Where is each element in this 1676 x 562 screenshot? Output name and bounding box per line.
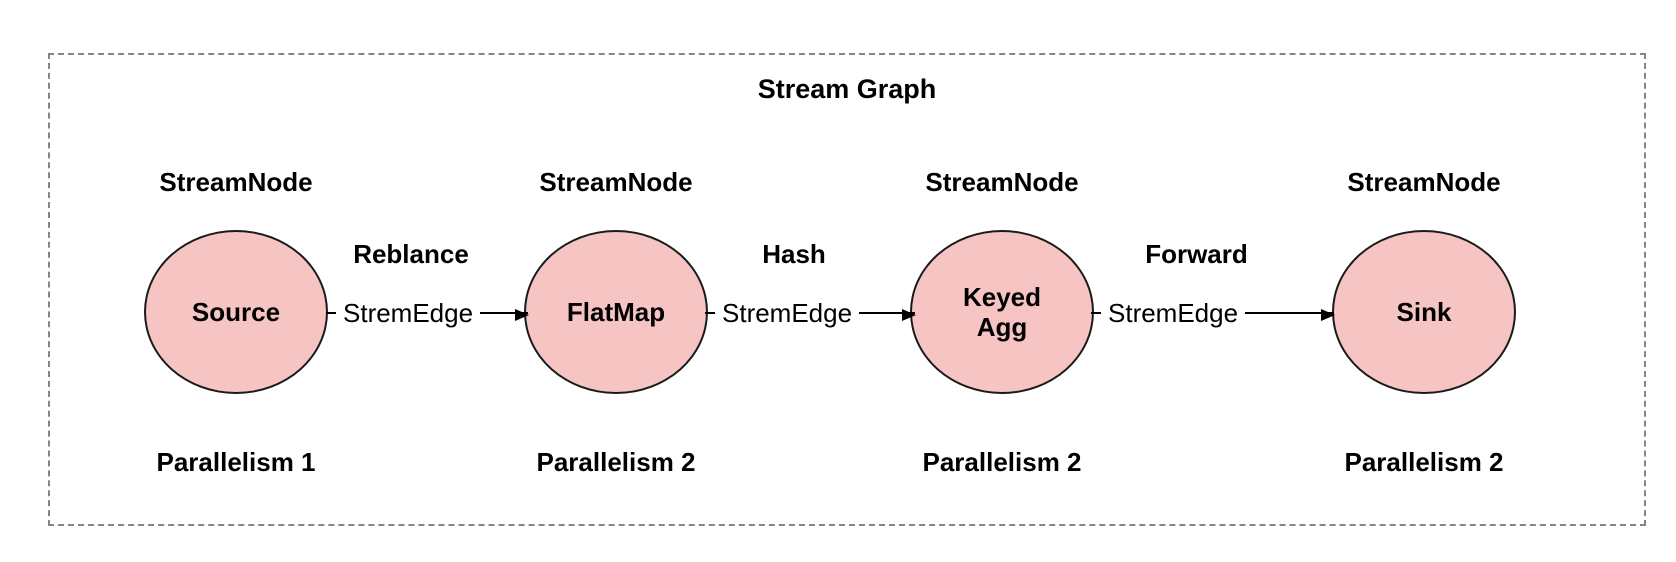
node-sink: Sink (1332, 230, 1516, 394)
edge-connector-line (1091, 312, 1101, 314)
node-keyed-agg-label: Keyed Agg (962, 282, 1042, 342)
stream-edge-label: StremEdge (722, 298, 853, 328)
streamnode-label-keyedagg: StreamNode (925, 167, 1079, 197)
edge-keyedagg-sink: Forward StremEdge (1091, 240, 1335, 330)
edge-connector-line (705, 312, 715, 314)
node-flatmap: FlatMap (524, 230, 708, 394)
edge-arrow-icon (1245, 309, 1335, 321)
partition-label-forward: Forward (1145, 239, 1248, 269)
edge-flatmap-keyedagg: Hash StremEdge (705, 240, 916, 330)
node-sink-label: Sink (1396, 297, 1452, 327)
streamnode-label-flatmap: StreamNode (539, 167, 693, 197)
diagram-title: Stream Graph (757, 74, 937, 104)
streamnode-label-sink: StreamNode (1347, 167, 1501, 197)
parallelism-label-source: Parallelism 1 (156, 447, 316, 477)
node-flatmap-label: FlatMap (566, 297, 666, 327)
parallelism-label-keyedagg: Parallelism 2 (922, 447, 1082, 477)
edge-arrow-icon (859, 309, 916, 321)
streamnode-label-source: StreamNode (159, 167, 313, 197)
edge-connector-line (326, 312, 336, 314)
node-source-label: Source (191, 297, 281, 327)
parallelism-label-sink: Parallelism 2 (1344, 447, 1504, 477)
edge-line-keyedagg-sink: StremEdge (1091, 298, 1335, 328)
stream-graph-boundary (48, 53, 1646, 526)
partition-label-rebalance: Reblance (353, 239, 469, 269)
parallelism-label-flatmap: Parallelism 2 (536, 447, 696, 477)
node-source: Source (144, 230, 328, 394)
edge-arrow-icon (480, 309, 529, 321)
stream-edge-label: StremEdge (1108, 298, 1239, 328)
edge-line-flatmap-keyedagg: StremEdge (705, 298, 916, 328)
partition-label-hash: Hash (762, 239, 826, 269)
node-keyed-agg: Keyed Agg (910, 230, 1094, 394)
edge-source-flatmap: Reblance StremEdge (326, 240, 529, 330)
stream-edge-label: StremEdge (343, 298, 474, 328)
edge-line-source-flatmap: StremEdge (326, 298, 529, 328)
